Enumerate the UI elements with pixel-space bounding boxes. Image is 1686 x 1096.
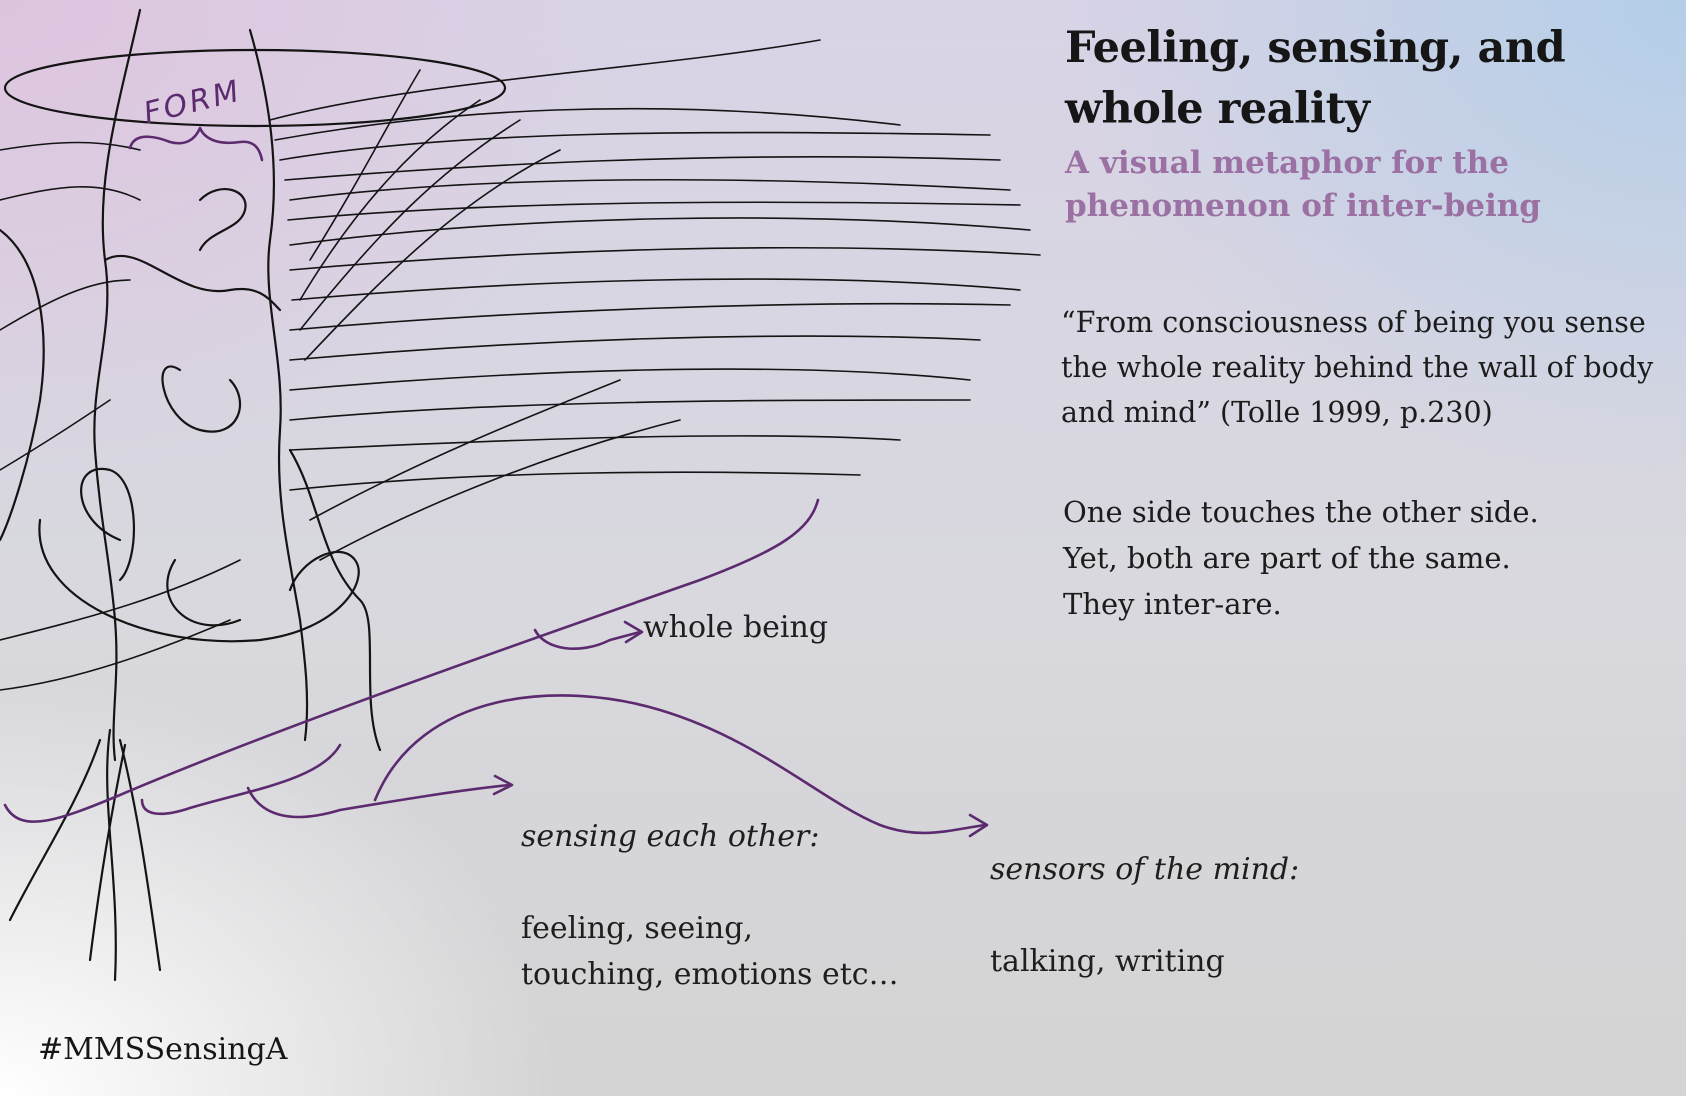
sensing-body: feeling, seeing, touching, emotions etc… [521, 911, 899, 992]
whole-being-label: whole being [643, 610, 829, 645]
sensors-of-mind-label: sensors of the mind: talking, writing [990, 801, 1299, 985]
page-subtitle: A visual metaphor for the phenomenon of … [1065, 145, 1541, 224]
annotation-strokes [3, 126, 989, 838]
body-outline [0, 8, 507, 982]
mind-heading: sensors of the mind: [990, 852, 1300, 887]
inter-are-statement: One side touches the other side. Yet, bo… [1063, 495, 1539, 621]
sensing-each-other-label: sensing each other: feeling, seeing, tou… [521, 768, 899, 998]
flowing-lines [0, 39, 1041, 691]
mind-body: talking, writing [990, 944, 1225, 979]
page-title: Feeling, sensing, and whole reality [1065, 23, 1566, 134]
hashtag: #MMSSensingA [38, 1032, 288, 1067]
sensing-heading: sensing each other: [521, 819, 820, 854]
tolle-quote: “From consciousness of being you sense t… [1061, 306, 1654, 429]
